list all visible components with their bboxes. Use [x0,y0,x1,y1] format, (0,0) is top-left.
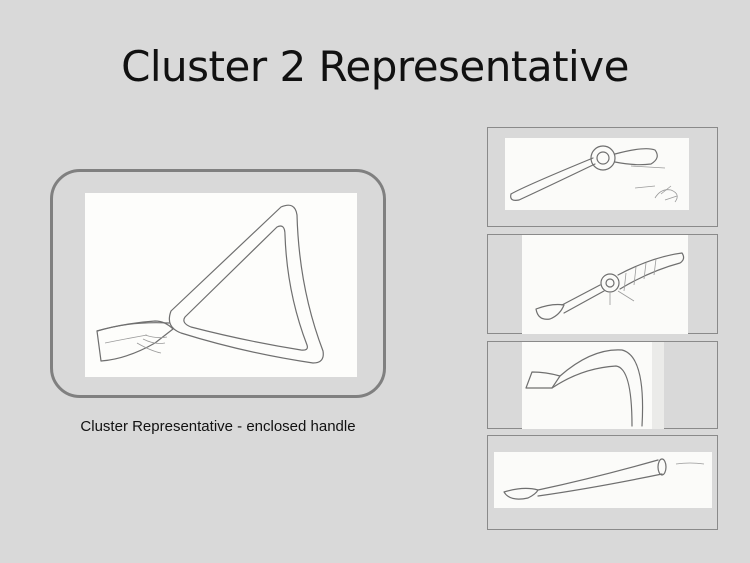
cluster-sketch-thumbnail-2[interactable] [487,234,718,334]
enclosed-handle-sketch-image [85,193,357,377]
slide-title: Cluster 2 Representative [121,42,629,91]
spoon-with-ring-handle-sketch-icon [510,145,678,203]
cluster-sketch-thumbnail-1[interactable] [487,127,718,227]
spoon-with-ring-and-slotted-handle-sketch-icon [535,252,685,320]
cluster-sketch-thumbnail-3[interactable] [487,341,718,429]
representative-caption: Cluster Representative - enclosed handle [80,418,356,435]
cluster-sketch-thumbnail-4[interactable] [487,435,718,530]
spoon-with-arched-handle-sketch-icon [525,349,644,427]
enclosed-triangular-handle-spoon-sketch-icon [96,204,324,364]
spoon-with-tubular-handle-sketch-icon [503,458,705,500]
